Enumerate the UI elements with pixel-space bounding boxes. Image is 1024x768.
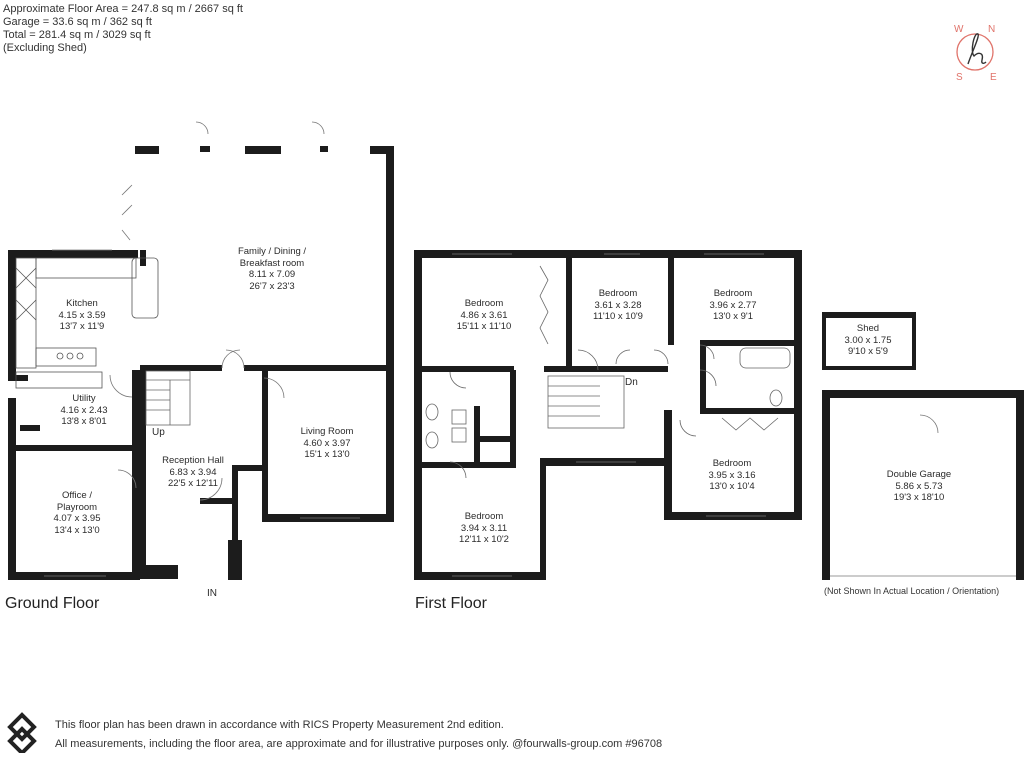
room-label-kitchen: Kitchen 4.15 x 3.59 13'7 x 11'9 — [58, 298, 105, 333]
room-imperial: 19'3 x 18'10 — [893, 492, 945, 503]
room-name: Double Garage — [886, 469, 952, 480]
entrance-label: IN — [207, 588, 217, 599]
room-label-double-garage: Double Garage 5.86 x 5.73 19'3 x 18'10 — [887, 469, 951, 504]
outbuilding-location-note: (Not Shown In Actual Location / Orientat… — [824, 586, 1000, 596]
room-label-utility: Utility 4.16 x 2.43 13'8 x 8'01 — [60, 393, 107, 428]
room-name: Bedroom — [464, 298, 504, 309]
compass-ring — [956, 33, 994, 71]
room-metric: 4.60 x 3.97 — [303, 437, 351, 449]
room-imperial: 13'4 x 13'0 — [54, 524, 100, 536]
room-imperial: 13'8 x 8'01 — [61, 416, 107, 427]
room-metric: 3.96 x 2.77 — [709, 299, 757, 311]
room-label-reception-hall: Reception Hall 6.83 x 3.94 22'5 x 12'11 — [162, 455, 224, 490]
room-imperial: 15'1 x 13'0 — [304, 449, 350, 460]
compass-logo: W N S E — [954, 24, 997, 82]
ground-floor-title: Ground Floor — [5, 595, 100, 612]
room-imperial: 13'0 x 10'4 — [709, 481, 755, 492]
room-name: Utility — [72, 393, 96, 404]
fourwalls-logo-icon — [7, 712, 37, 753]
room-name: Living Room — [300, 426, 354, 437]
room-imperial: 13'0 x 9'1 — [712, 311, 754, 322]
excluding-shed-line: (Excluding Shed) — [3, 42, 87, 54]
stairs-up-label: Up — [152, 427, 165, 438]
room-label-bedroom-3: Bedroom 3.96 x 2.77 13'0 x 9'1 — [709, 288, 756, 323]
floor-area-line: Approximate Floor Area = 247.8 sq m / 26… — [3, 3, 243, 15]
room-imperial: 22'5 x 12'11 — [168, 478, 218, 489]
room-metric: 4.07 x 3.95 — [53, 513, 101, 524]
room-metric: 6.83 x 3.94 — [169, 466, 217, 478]
room-name: Kitchen — [66, 298, 98, 309]
room-metric: 8.11 x 7.09 — [248, 269, 296, 280]
room-imperial: 15'11 x 11'10 — [456, 321, 512, 332]
kitchen-worktops — [15, 257, 159, 389]
first-floor-title: First Floor — [415, 595, 487, 612]
room-metric: 4.16 x 2.43 — [60, 404, 108, 416]
room-imperial: 13'7 x 11'9 — [59, 321, 105, 332]
room-name-line2: Playroom — [56, 501, 98, 513]
room-name: Bedroom — [598, 288, 638, 299]
room-metric: 5.86 x 5.73 — [895, 480, 943, 492]
room-name: Reception Hall — [162, 455, 224, 466]
room-metric: 3.61 x 3.28 — [594, 299, 642, 311]
room-label-bedroom-1: Bedroom 4.86 x 3.61 15'11 x 11'10 — [457, 298, 512, 333]
outbuilding-walls — [822, 312, 1024, 580]
room-imperial: 26'7 x 23'3 — [249, 280, 295, 292]
room-label-bedroom-5: Bedroom 3.94 x 3.11 12'11 x 10'2 — [459, 511, 509, 546]
stairs-down-label: Dn — [625, 377, 638, 388]
first-floor-fixtures — [425, 265, 791, 479]
room-label-family-dining: Family / Dining / Breakfast room 8.11 x … — [238, 246, 306, 292]
footer-rics-line: This floor plan has been drawn in accord… — [55, 719, 504, 731]
window-lines — [44, 249, 1016, 577]
garage-area-line: Garage = 33.6 sq m / 362 sq ft — [3, 16, 152, 28]
compass-s: S — [956, 72, 963, 82]
room-label-bedroom-4: Bedroom 3.95 x 3.16 13'0 x 10'4 — [708, 458, 755, 493]
room-label-shed: Shed 3.00 x 1.75 9'10 x 5'9 — [844, 323, 891, 358]
room-name: Shed — [856, 323, 880, 334]
floor-area-summary: Approximate Floor Area = 247.8 sq m / 26… — [3, 3, 243, 55]
room-name-line2: Breakfast room — [239, 257, 305, 269]
room-name: Office / — [62, 490, 92, 501]
compass-e: E — [990, 72, 997, 82]
total-area-line: Total = 281.4 sq m / 3029 sq ft — [3, 29, 151, 41]
room-imperial: 12'11 x 10'2 — [459, 534, 509, 545]
room-metric: 4.15 x 3.59 — [58, 309, 106, 321]
room-name: Family / Dining / — [237, 246, 307, 257]
room-imperial: 11'10 x 10'9 — [593, 311, 643, 322]
room-metric: 3.95 x 3.16 — [708, 469, 756, 481]
room-name: Bedroom — [713, 288, 753, 299]
footer-disclaimer-line: All measurements, including the floor ar… — [55, 738, 663, 750]
compass-n: N — [988, 24, 995, 35]
room-name: Bedroom — [464, 511, 504, 522]
room-imperial: 9'10 x 5'9 — [847, 346, 889, 357]
door-swings — [109, 121, 939, 501]
room-label-bedroom-2: Bedroom 3.61 x 3.28 11'10 x 10'9 — [593, 288, 643, 323]
room-metric: 4.86 x 3.61 — [460, 309, 508, 321]
footer-disclaimer: This floor plan has been drawn in accord… — [55, 716, 662, 754]
room-label-office-playroom: Office / Playroom 4.07 x 3.95 13'4 x 13'… — [53, 490, 100, 536]
compass-w: W — [954, 24, 964, 35]
room-metric: 3.00 x 1.75 — [844, 334, 892, 346]
compass-script-h-icon — [967, 33, 987, 65]
ground-stairs — [145, 370, 191, 426]
room-metric: 3.94 x 3.11 — [460, 522, 508, 534]
room-label-living-room: Living Room 4.60 x 3.97 15'1 x 13'0 — [301, 426, 354, 461]
room-name: Bedroom — [712, 458, 752, 469]
